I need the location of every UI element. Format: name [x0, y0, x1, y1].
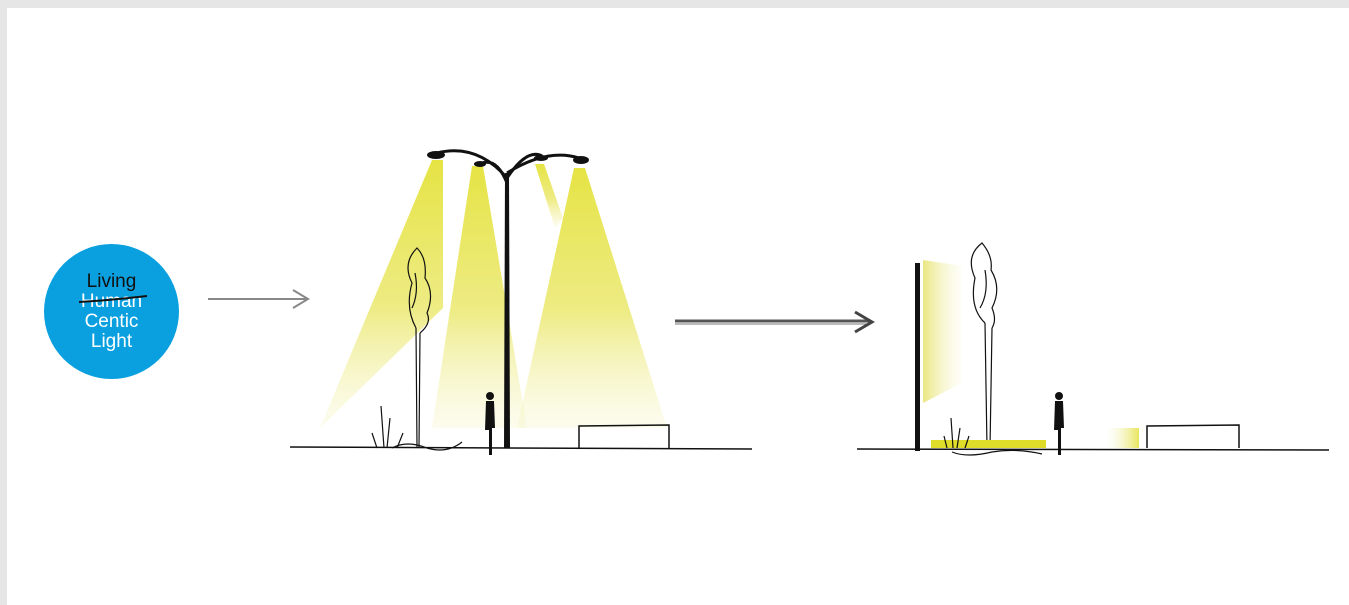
diagram-canvas: Living Human Centic Light	[7, 8, 1349, 605]
street-lamp-scene	[290, 151, 752, 455]
ground-glow	[931, 440, 1046, 448]
bench-icon	[579, 425, 669, 448]
right-arrow-icon	[208, 290, 308, 308]
bench-glow	[1107, 428, 1139, 448]
bench-icon	[1147, 425, 1239, 448]
lighting-scene	[7, 8, 1349, 605]
light-cone	[320, 160, 443, 428]
light-cone	[432, 166, 527, 428]
right-arrow-icon	[675, 312, 872, 332]
person-icon	[485, 392, 495, 455]
person-icon	[1054, 392, 1064, 455]
tree-icon	[971, 243, 996, 448]
light-cone	[535, 164, 563, 228]
wall-light-icon	[915, 260, 962, 451]
living-light-scene	[857, 243, 1329, 455]
ground-line	[290, 447, 752, 449]
light-cone	[517, 168, 667, 428]
ground-line	[857, 449, 1329, 450]
